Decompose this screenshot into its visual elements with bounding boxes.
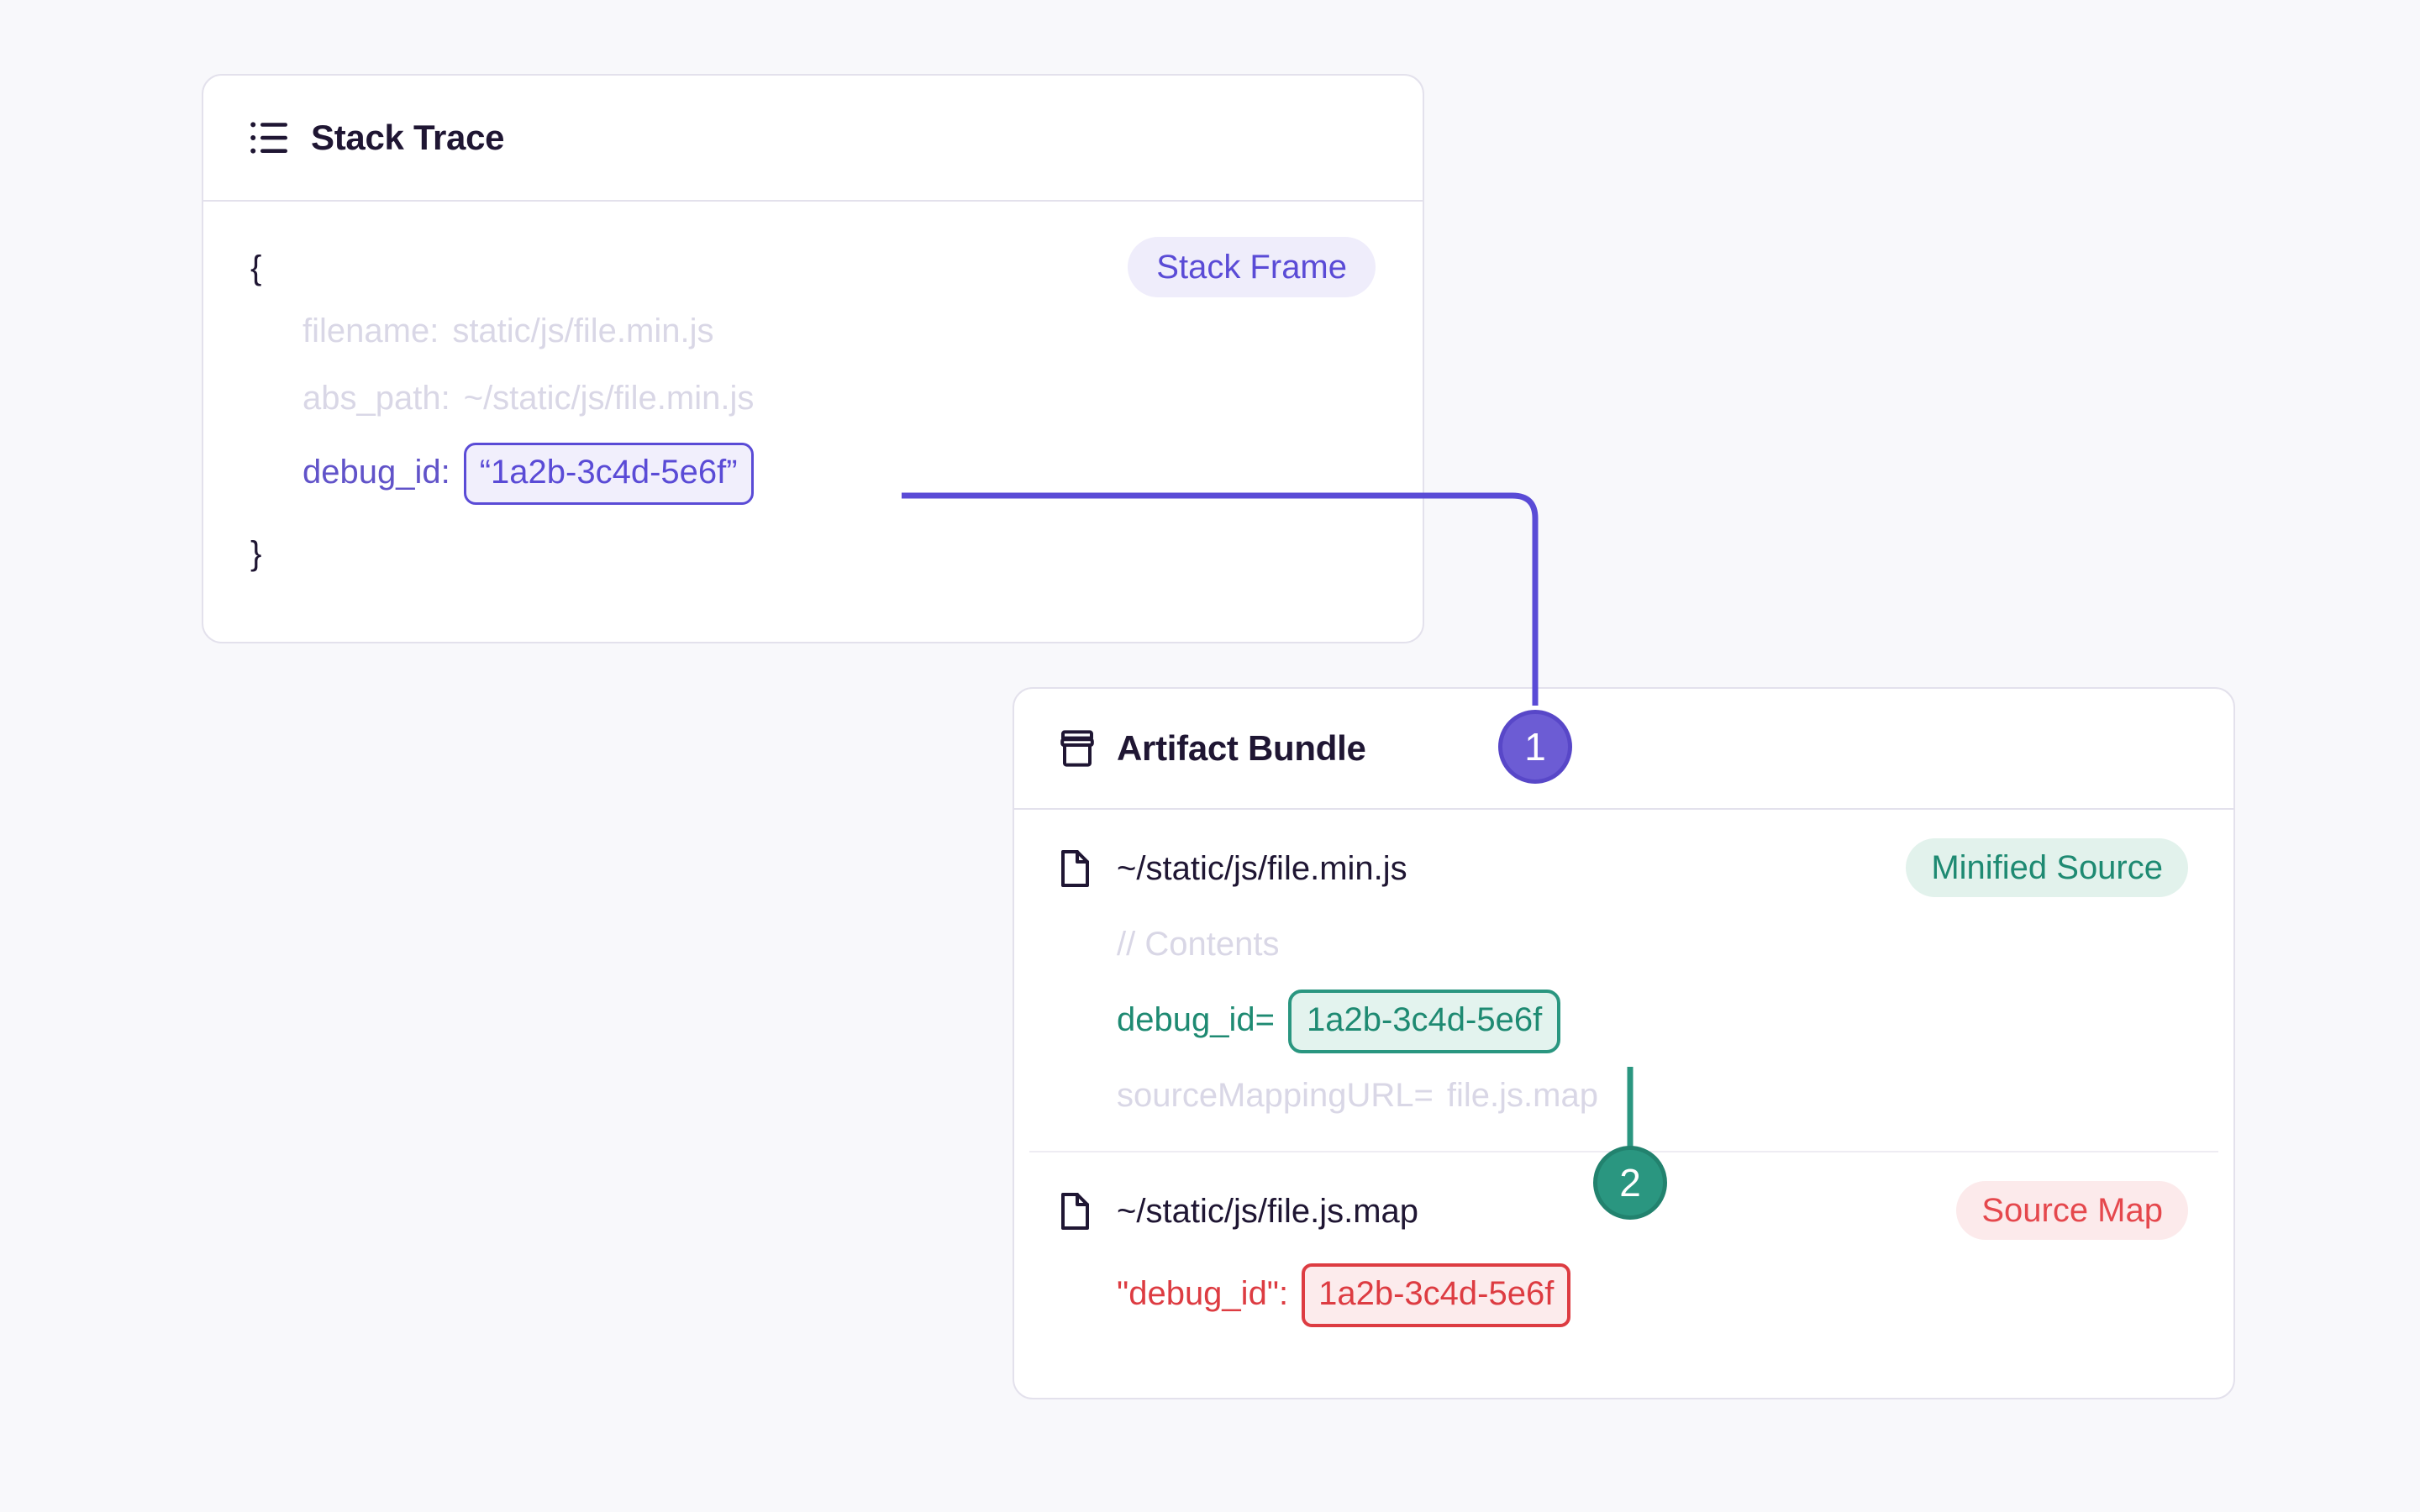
sourcemapping-key: sourceMappingURL=	[1117, 1077, 1434, 1114]
artifact-bundle-title: Artifact Bundle	[1117, 728, 1366, 768]
artifact-entry-source-map: Source Map ~/static/js/file.js.map "debu…	[1014, 1152, 2233, 1336]
field-debug-id-key: debug_id:	[302, 454, 450, 491]
stack-trace-title: Stack Trace	[311, 118, 505, 157]
stack-trace-header: Stack Trace	[203, 76, 1423, 200]
minified-source-badge-label: Minified Source	[1931, 848, 2163, 886]
source-map-file-name: ~/static/js/file.js.map	[1117, 1192, 1419, 1230]
file-icon	[1058, 848, 1092, 889]
source-map-badge: Source Map	[1956, 1181, 2188, 1240]
stack-frame-badge-label: Stack Frame	[1156, 248, 1347, 286]
minified-source-file-name: ~/static/js/file.min.js	[1117, 849, 1407, 887]
step-badge-1-number: 1	[1524, 725, 1546, 769]
minified-source-debug-id-value[interactable]: 1a2b-3c4d-5e6f	[1287, 990, 1561, 1054]
stack-trace-card: Stack Trace Stack Frame { filename: stati…	[202, 74, 1424, 643]
field-abs-path-key: abs_path:	[302, 380, 450, 417]
contents-comment-text: // Contents	[1117, 926, 1280, 963]
stack-frame-badge: Stack Frame	[1128, 237, 1376, 297]
step-badge-2-number: 2	[1619, 1161, 1641, 1205]
step-badge-1: 1	[1498, 710, 1572, 784]
stack-trace-header-divider	[203, 200, 1423, 202]
artifact-bundle-header-divider	[1014, 808, 2233, 810]
minified-source-badge: Minified Source	[1906, 838, 2188, 897]
source-map-file-row: ~/static/js/file.js.map	[1014, 1171, 2233, 1252]
close-brace: }	[250, 535, 262, 572]
sourcemapping-value: file.js.map	[1446, 1077, 1598, 1114]
artifact-bundle-header: Artifact Bundle	[1014, 689, 2233, 808]
step-badge-2: 2	[1593, 1146, 1667, 1220]
minified-source-debug-id-key: debug_id=	[1117, 1001, 1275, 1038]
field-filename-key: filename:	[302, 312, 439, 349]
field-debug-id: debug_id: “1a2b-3c4d-5e6f”	[203, 432, 1423, 512]
field-abs-path-value: ~/static/js/file.min.js	[463, 380, 755, 417]
field-abs-path: abs_path: ~/static/js/file.min.js	[203, 365, 1423, 432]
source-map-debug-id-key: "debug_id":	[1117, 1275, 1289, 1312]
list-icon	[250, 121, 291, 155]
open-brace: {	[250, 249, 262, 286]
source-map-debug-id-value[interactable]: 1a2b-3c4d-5e6f	[1302, 1263, 1571, 1328]
source-map-badge-label: Source Map	[1981, 1191, 2163, 1229]
field-filename-value: static/js/file.min.js	[452, 312, 714, 349]
minified-source-debug-id-line: debug_id= 1a2b-3c4d-5e6f	[1014, 979, 2233, 1060]
stack-trace-debug-id-value[interactable]: “1a2b-3c4d-5e6f”	[463, 443, 754, 506]
artifact-bundle-card: Artifact Bundle Minified Source ~/static…	[1013, 687, 2235, 1399]
artifact-entry-minified-source: Minified Source ~/static/js/file.min.js …	[1014, 810, 2233, 1131]
package-icon	[1058, 728, 1097, 769]
stack-trace-body: Stack Frame { filename: static/js/file.mi…	[203, 202, 1423, 583]
field-filename: filename: static/js/file.min.js	[203, 297, 1423, 365]
minified-source-contents-comment: // Contents	[1014, 909, 2233, 979]
minified-source-file-row: ~/static/js/file.min.js	[1014, 828, 2233, 909]
file-icon	[1058, 1191, 1092, 1231]
minified-source-sourcemapping-line: sourceMappingURL= file.js.map	[1014, 1060, 2233, 1131]
source-map-debug-id-line: "debug_id": 1a2b-3c4d-5e6f	[1014, 1252, 2233, 1336]
